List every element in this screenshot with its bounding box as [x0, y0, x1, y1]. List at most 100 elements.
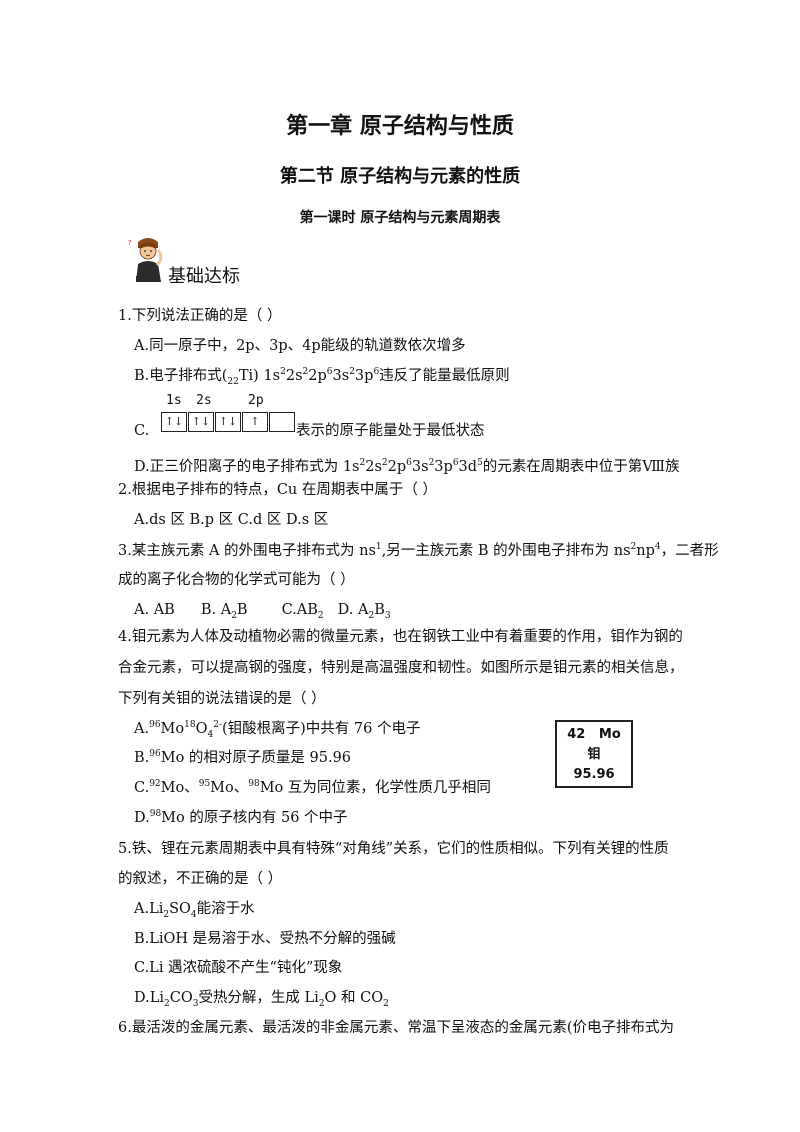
q4-a-sub: 4 [207, 729, 214, 740]
q4-a-pre: A. [134, 721, 150, 737]
q1-option-a: A.同一原子中，2p、3p、4p能级的轨道数依次增多 [134, 338, 466, 354]
q4-c-post: Mo 互为同位素，化学性质几乎相同 [259, 780, 491, 796]
q5-d-sub4: 2 [383, 998, 389, 1009]
q1-b-post: 违反了能量最低原则 [379, 368, 510, 384]
q1-d-config-part-3: 2p [387, 459, 407, 475]
q1-b-config-part-5: 3s [332, 368, 350, 384]
q1-b-config-part-2: 2 [302, 367, 309, 378]
q1-b-sub: 22 [227, 376, 239, 387]
element-card-symbol: Mo [598, 727, 621, 742]
q5-d-sub3: 2 [318, 998, 325, 1009]
q1-b-config-part-3: 2p [308, 368, 327, 384]
q1-d-config-part-10: 5 [477, 458, 483, 469]
q3-sup1: 1 [375, 542, 382, 553]
q4-c-sup1: 92 [149, 779, 161, 790]
q3-mid: ,另一主族元素 B 的外围电子排布为 ns [381, 543, 631, 559]
section-title: 第二节 原子结构与元素的性质 [279, 166, 521, 187]
orbital-box-2s: ↑↓ [188, 412, 214, 432]
q3-opt-b-post: B [236, 602, 248, 618]
q1-d-config-part-6: 2 [428, 458, 435, 469]
q1-d-config-part-2: 2 [381, 458, 388, 469]
q4-c-pre: C. [134, 780, 150, 796]
q1-b-config: 22s22p63s23p6 [280, 368, 379, 384]
student-thinking-icon: ? [128, 238, 163, 282]
q1-d-config-part-0: 2 [359, 458, 366, 469]
orbital-box-1s: ↑↓ [161, 412, 187, 432]
q5-option-c: C.Li 遇浓硫酸不产生“钝化”现象 [134, 960, 343, 976]
orbital-box-2p-1: ↑↓ [215, 412, 241, 432]
q4-a-o: O [195, 721, 208, 737]
q4-c-sup3: 98 [248, 779, 260, 790]
orbital-label-1s: 1s [166, 393, 182, 408]
q3-opt-d-sub1: 2 [368, 610, 375, 621]
q1-d-config-part-5: 3s [411, 459, 429, 475]
orbital-label-2s: 2s [196, 393, 212, 408]
q4-c-mid2: Mo、 [210, 780, 249, 796]
q5-a-sub2: 4 [190, 909, 197, 920]
q1-d-config-part-7: 3p [434, 459, 453, 475]
element-card-mo: 42 Mo 钼 95.96 [555, 720, 633, 788]
q4-a-sup3: 2- [213, 720, 222, 731]
q3-opt-c: C.AB [281, 602, 318, 618]
q1-d-config-part-4: 6 [406, 458, 412, 469]
q1-d-config-part-9: 3d [458, 459, 478, 475]
q3-opt-c-sub: 2 [317, 610, 324, 621]
q1-b-config-part-7: 3p [354, 368, 374, 384]
q1-d-config-part-8: 6 [452, 458, 459, 469]
q1-option-c-text: 表示的原子能量处于最低状态 [296, 423, 485, 439]
q3-post: ，二者形 [660, 543, 719, 559]
orbital-box-2p-2: ↑ [242, 412, 268, 432]
q3-opt-d-mid: B [374, 602, 385, 618]
q3-stem-line2: 成的离子化合物的化学式可能为（ ） [118, 572, 355, 588]
q5-d-mid2: 受热分解，生成 Li [198, 990, 319, 1006]
q4-line2: 合金元素，可以提高钢的强度，特别是高温强度和韧性。如图所示是钼元素的相关信息， [118, 660, 684, 676]
q4-option-b: B.96Mo 的相对原子质量是 95.96 [134, 748, 351, 768]
q5-d-sub1: 2 [163, 998, 170, 1009]
q4-line1: 4.钼元素为人体及动植物必需的微量元素，也在钢铁工业中有着重要的作用，钼作为钢的 [118, 629, 683, 645]
q5-d-mid3: O 和 CO [324, 990, 384, 1006]
q5-d-mid1: CO [169, 990, 193, 1006]
q4-a-sup1: 96 [149, 720, 161, 731]
q1-option-b: B.电子排布式(22Ti) 1s22s22p63s23p6违反了能量最低原则 [134, 366, 510, 387]
q3-opt-b: B. A [200, 602, 232, 618]
q4-c-mid1: Mo、 [160, 780, 199, 796]
q5-line1: 5.铁、锂在元素周期表中具有特殊“对角线”关系，它们的性质相似。下列有关锂的性质 [118, 841, 669, 857]
q5-a-mid: SO [169, 901, 191, 917]
q2-options: A.ds 区 B.p 区 C.d 区 D.s 区 [134, 512, 329, 528]
q1-b-config-part-0: 2 [280, 367, 286, 378]
q4-d-post: Mo 的原子核内有 56 个中子 [161, 810, 348, 826]
lesson-title: 第一课时 原子结构与元素周期表 [299, 210, 501, 226]
q5-d-sub2: 3 [192, 998, 199, 1009]
q1-b-config-part-4: 6 [326, 367, 333, 378]
q1-d-config: 22s22p63s23p63d5 [360, 459, 483, 475]
q5-line2: 的叙述，不正确的是（ ） [118, 871, 283, 887]
q5-option-b: B.LiOH 是易溶于水、受热不分解的强碱 [134, 931, 396, 947]
q3-opt-d-sub2: 3 [384, 610, 391, 621]
q3-mid2: np [636, 543, 655, 559]
element-card-mass: 95.96 [573, 767, 615, 782]
orbital-label-2p: 2p [248, 393, 264, 408]
q5-a-pre: A.Li [134, 901, 164, 917]
q4-option-c: C.92Mo、95Mo、98Mo 互为同位素，化学性质几乎相同 [134, 778, 491, 798]
q4-a-post: (钼酸根离子)中共有 76 个电子 [221, 721, 421, 737]
q4-option-a: A.96Mo18O42-(钼酸根离子)中共有 76 个电子 [134, 719, 421, 740]
q3-opt-b-sub: 2 [231, 610, 237, 621]
q1-d-config-part-1: 2s [365, 459, 382, 475]
q4-b-post: Mo 的相对原子质量是 95.96 [160, 750, 352, 766]
q4-line3: 下列有关钼的说法错误的是（ ） [118, 691, 326, 707]
q1-option-c-label: C. [134, 423, 150, 439]
q1-d-post: 的元素在周期表中位于第Ⅷ族 [482, 459, 680, 475]
svg-text:?: ? [128, 239, 132, 247]
q4-a-sup2: 18 [184, 720, 196, 731]
q3-stem-line1: 3.某主族元素 A 的外围电子排布式为 ns1,另一主族元素 B 的外围电子排布… [118, 541, 719, 561]
q1-d-pre: D.正三价阳离子的电子排布式为 1s [134, 459, 360, 475]
q1-b-el: Ti) 1s [238, 368, 281, 384]
q1-b-config-part-6: 2 [349, 367, 355, 378]
q4-b-pre: B. [134, 750, 150, 766]
q4-d-pre: D. [134, 810, 150, 826]
q1-b-config-part-1: 2s [285, 368, 303, 384]
chapter-title: 第一章 原子结构与性质 [286, 113, 514, 139]
q3-sup2: 2 [630, 542, 637, 553]
q2-stem: 2.根据电子排布的特点，Cu 在周期表中属于（ ） [118, 482, 437, 498]
